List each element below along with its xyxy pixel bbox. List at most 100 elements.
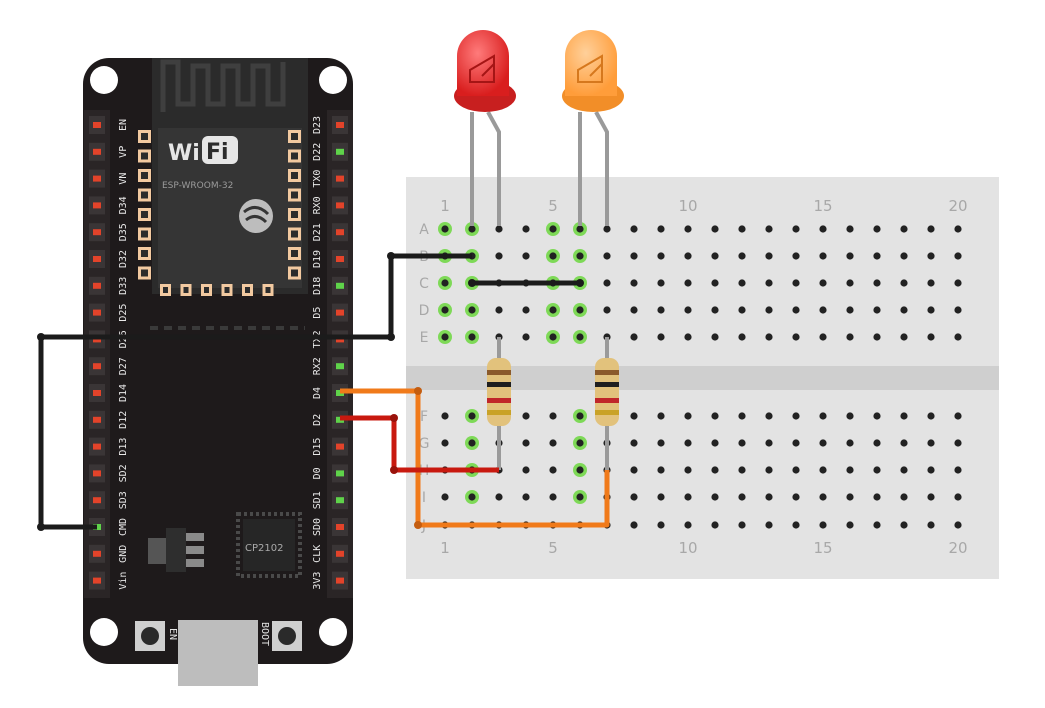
breadboard-hole[interactable] (846, 306, 854, 314)
pin-sd3[interactable] (93, 497, 101, 504)
breadboard-hole[interactable] (738, 279, 746, 287)
breadboard-hole[interactable] (495, 306, 503, 314)
breadboard-hole[interactable] (765, 225, 773, 233)
breadboard-hole[interactable] (630, 333, 638, 341)
breadboard-hole[interactable] (603, 252, 611, 260)
breadboard-hole[interactable] (765, 466, 773, 474)
breadboard-hole[interactable] (927, 493, 935, 501)
breadboard-hole[interactable] (900, 225, 908, 233)
breadboard-hole[interactable] (684, 521, 692, 529)
breadboard-hole[interactable] (711, 439, 719, 447)
pin-sd1[interactable] (336, 497, 344, 504)
pin-d33[interactable] (93, 282, 101, 289)
breadboard-hole[interactable] (792, 412, 800, 420)
breadboard-hole[interactable] (873, 412, 881, 420)
breadboard-hole[interactable] (738, 225, 746, 233)
breadboard-hole[interactable] (522, 306, 530, 314)
breadboard-hole[interactable] (549, 466, 557, 474)
breadboard-hole[interactable] (900, 333, 908, 341)
breadboard-hole[interactable] (441, 439, 449, 447)
breadboard-hole[interactable] (819, 306, 827, 314)
breadboard-hole[interactable] (549, 252, 557, 260)
pin-sd2[interactable] (93, 470, 101, 477)
pin-sd0[interactable] (336, 524, 344, 530)
breadboard-hole[interactable] (873, 306, 881, 314)
breadboard-hole[interactable] (927, 252, 935, 260)
breadboard-hole[interactable] (873, 493, 881, 501)
breadboard-hole[interactable] (657, 333, 665, 341)
breadboard-hole[interactable] (873, 439, 881, 447)
breadboard-hole[interactable] (765, 306, 773, 314)
pin-d22[interactable] (336, 148, 344, 155)
pin-d34[interactable] (93, 202, 101, 209)
breadboard-hole[interactable] (846, 225, 854, 233)
breadboard-hole[interactable] (630, 279, 638, 287)
pin-d0[interactable] (336, 470, 344, 477)
pin-vin[interactable] (93, 577, 101, 584)
breadboard-hole[interactable] (441, 412, 449, 420)
breadboard-hole[interactable] (711, 306, 719, 314)
breadboard-hole[interactable] (468, 412, 476, 420)
pin-gnd[interactable] (93, 550, 101, 557)
breadboard-hole[interactable] (846, 493, 854, 501)
breadboard-hole[interactable] (657, 412, 665, 420)
breadboard-hole[interactable] (630, 306, 638, 314)
breadboard-hole[interactable] (954, 225, 962, 233)
breadboard-hole[interactable] (603, 279, 611, 287)
breadboard-hole[interactable] (927, 306, 935, 314)
breadboard-hole[interactable] (819, 279, 827, 287)
breadboard-hole[interactable] (900, 466, 908, 474)
breadboard-hole[interactable] (576, 412, 584, 420)
breadboard-hole[interactable] (927, 466, 935, 474)
breadboard-hole[interactable] (738, 412, 746, 420)
breadboard-hole[interactable] (846, 333, 854, 341)
breadboard-hole[interactable] (468, 225, 476, 233)
pin-clk[interactable] (336, 550, 344, 557)
breadboard-hole[interactable] (630, 466, 638, 474)
breadboard-hole[interactable] (522, 252, 530, 260)
breadboard-hole[interactable] (657, 493, 665, 501)
breadboard-hole[interactable] (522, 466, 530, 474)
breadboard-hole[interactable] (684, 466, 692, 474)
breadboard-hole[interactable] (576, 333, 584, 341)
breadboard-hole[interactable] (765, 493, 773, 501)
breadboard-hole[interactable] (927, 279, 935, 287)
breadboard-hole[interactable] (576, 439, 584, 447)
breadboard-hole[interactable] (576, 225, 584, 233)
breadboard-hole[interactable] (549, 412, 557, 420)
pin-d18[interactable] (336, 282, 344, 289)
pin-d15[interactable] (336, 443, 344, 450)
breadboard-hole[interactable] (846, 439, 854, 447)
breadboard-hole[interactable] (738, 333, 746, 341)
breadboard-hole[interactable] (765, 521, 773, 529)
breadboard-hole[interactable] (522, 412, 530, 420)
breadboard-hole[interactable] (954, 493, 962, 501)
breadboard-hole[interactable] (792, 333, 800, 341)
breadboard-hole[interactable] (684, 252, 692, 260)
breadboard-hole[interactable] (954, 306, 962, 314)
breadboard-hole[interactable] (819, 493, 827, 501)
breadboard-hole[interactable] (711, 252, 719, 260)
breadboard-hole[interactable] (900, 279, 908, 287)
breadboard-hole[interactable] (441, 306, 449, 314)
breadboard-hole[interactable] (900, 493, 908, 501)
breadboard-hole[interactable] (738, 493, 746, 501)
breadboard-hole[interactable] (657, 279, 665, 287)
breadboard-hole[interactable] (765, 279, 773, 287)
breadboard-hole[interactable] (549, 439, 557, 447)
breadboard-hole[interactable] (873, 333, 881, 341)
breadboard-hole[interactable] (792, 225, 800, 233)
breadboard-hole[interactable] (684, 493, 692, 501)
breadboard-hole[interactable] (630, 225, 638, 233)
breadboard-hole[interactable] (549, 225, 557, 233)
breadboard-hole[interactable] (738, 466, 746, 474)
breadboard-hole[interactable] (873, 466, 881, 474)
breadboard-hole[interactable] (738, 306, 746, 314)
pin-d23[interactable] (336, 122, 344, 128)
breadboard-hole[interactable] (927, 333, 935, 341)
breadboard-hole[interactable] (954, 412, 962, 420)
breadboard-hole[interactable] (522, 225, 530, 233)
breadboard-hole[interactable] (765, 333, 773, 341)
pin-d14[interactable] (93, 390, 101, 396)
breadboard-hole[interactable] (549, 333, 557, 341)
